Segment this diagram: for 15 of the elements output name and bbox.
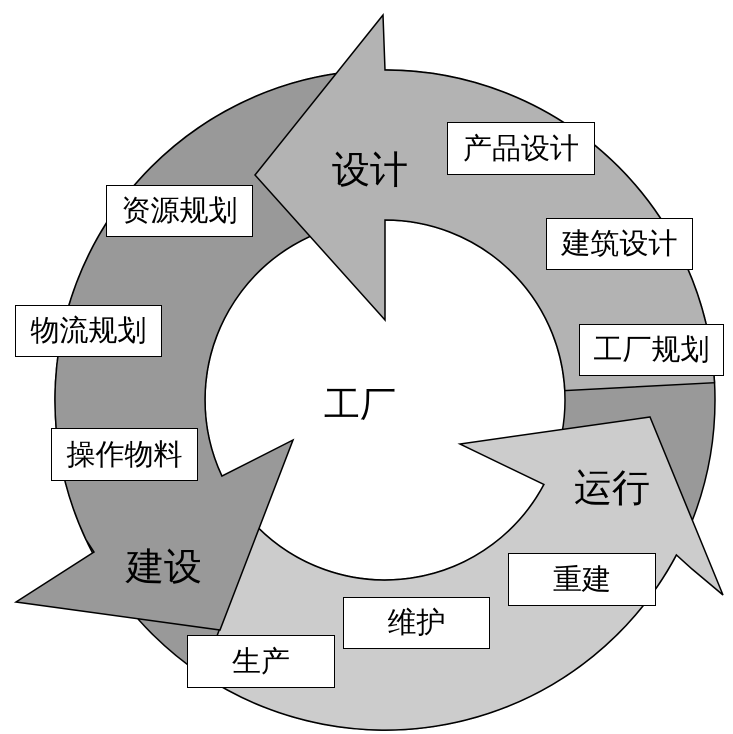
box-label: 建筑设计 xyxy=(562,227,678,262)
stage-label: 运行 xyxy=(574,466,650,512)
label-box xyxy=(579,324,724,376)
center-label: 工厂 xyxy=(324,384,396,426)
box-label: 重建 xyxy=(553,562,611,598)
stage-label: 设计 xyxy=(332,148,408,194)
stage-label: 建设 xyxy=(126,546,202,590)
label-box xyxy=(187,635,335,688)
box-label: 操作物料 xyxy=(66,438,182,472)
box-label: 资源规划 xyxy=(122,194,238,229)
box-label: 工厂规划 xyxy=(594,333,710,368)
box-label: 物流规划 xyxy=(30,314,146,349)
box-label: 维护 xyxy=(388,606,446,641)
box-label: 生产 xyxy=(232,644,290,680)
box-label: 产品设计 xyxy=(463,132,579,166)
